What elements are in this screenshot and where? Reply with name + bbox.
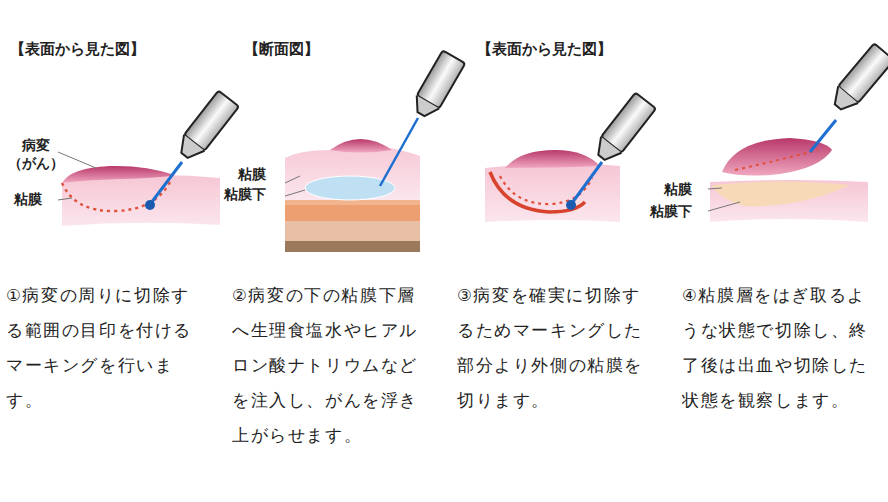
panel-3-art	[485, 93, 656, 222]
step-caption: ②病変の下の粘膜下層へ生理食塩水やヒアルロン酸ナトリウムなどを注入し、がんを浮き…	[232, 278, 428, 453]
step-caption: ①病変の周りに切除する範囲の目印を付けるマーキングを行います。	[6, 278, 202, 418]
panel-heading: 【表面から見た図】	[477, 40, 612, 59]
step-caption: ③病変を確実に切除するためマーキングした部分より外側の粘膜を切ります。	[457, 278, 653, 418]
panel-heading: 【断面図】	[244, 40, 319, 59]
panel-1-art	[58, 91, 239, 226]
panel-2-art	[285, 50, 465, 252]
part-label: 粘膜	[14, 190, 42, 208]
panel-heading: 【表面から見た図】	[10, 40, 145, 59]
part-label: 粘膜下	[650, 202, 692, 220]
panel-4-art	[708, 43, 888, 222]
part-label: 病変 （がん）	[6, 136, 66, 172]
part-label: 粘膜	[238, 165, 266, 183]
part-label: 粘膜	[664, 180, 692, 198]
part-label: 粘膜下	[224, 185, 266, 203]
step-caption: ④粘膜層をはぎ取るような状態で切除し、終了後は出血や切除した状態を観察します。	[682, 278, 878, 418]
